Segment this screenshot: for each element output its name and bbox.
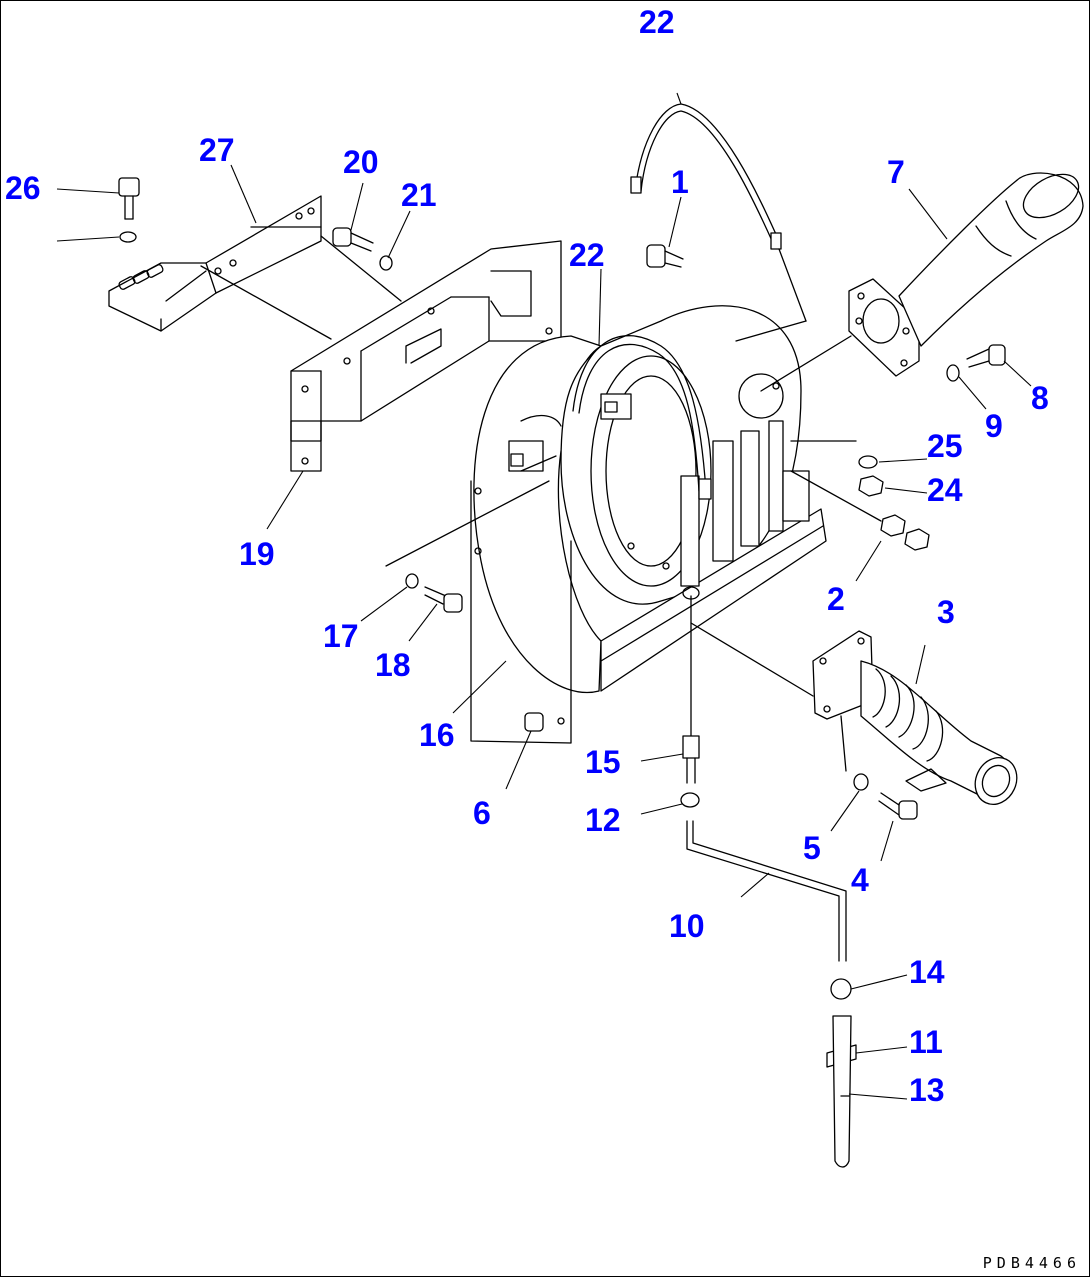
callout-5: 5 xyxy=(803,830,821,866)
callout-6: 6 xyxy=(473,795,491,831)
callout-4: 4 xyxy=(851,862,869,898)
part-washer-21 xyxy=(379,255,393,271)
part-bolt-1 xyxy=(646,244,684,268)
part-bracket-25 xyxy=(108,195,322,332)
callout-25: 27 xyxy=(199,132,235,168)
callout-22-radiator: 22 xyxy=(569,237,605,273)
drawing-code: PDB4466 xyxy=(982,1254,1081,1272)
callout-18: 18 xyxy=(375,647,411,683)
part-hose-3 xyxy=(690,622,1018,805)
part-clamp-14 xyxy=(830,978,852,1000)
callout-8: 8 xyxy=(1031,380,1049,416)
callout-23: 24 xyxy=(927,472,963,508)
part-washer-17 xyxy=(385,480,550,589)
part-bolt-8 xyxy=(966,344,1006,368)
part-bolt-18 xyxy=(424,586,463,613)
part-washer-24 xyxy=(858,455,878,469)
callout-21: 21 xyxy=(401,177,437,213)
part-frame-19 xyxy=(200,235,562,472)
callout-13: 13 xyxy=(909,1072,945,1108)
callout-7: 7 xyxy=(887,154,905,190)
part-washer-9 xyxy=(946,364,960,382)
callout-3: 3 xyxy=(937,594,955,630)
callout-14: 14 xyxy=(909,954,945,990)
part-nut-23 xyxy=(858,475,884,497)
callout-10: 10 xyxy=(669,908,705,944)
callout-2: 2 xyxy=(827,581,845,617)
part-nut-2 xyxy=(790,440,930,551)
part-drain-valve-15 xyxy=(682,586,700,784)
part-radiator-core xyxy=(508,305,827,692)
callout-17: 17 xyxy=(323,618,359,654)
leader-lines xyxy=(56,92,1032,1100)
part-clamp-12 xyxy=(680,792,700,808)
part-bolt-4 xyxy=(878,792,918,820)
callout-22-top: 22 xyxy=(639,4,675,40)
callout-19: 19 xyxy=(239,536,275,572)
part-washer-5 xyxy=(853,773,869,791)
part-hose-13 xyxy=(832,1015,852,1168)
callout-20: 20 xyxy=(343,144,379,180)
callout-12: 12 xyxy=(585,802,621,838)
part-nut-6 xyxy=(524,712,544,732)
part-hose-22-top xyxy=(630,103,807,342)
callout-labels: 22 22 1 27 26 20 21 7 8 9 25 24 2 3 4 5 … xyxy=(5,4,1049,1108)
callout-16: 16 xyxy=(419,717,455,753)
callout-26: 26 xyxy=(5,170,41,206)
part-hose-22-radiator xyxy=(572,335,712,500)
part-tube-10 xyxy=(686,820,847,962)
part-duct-7 xyxy=(760,172,1084,392)
callout-11: 11 xyxy=(909,1024,943,1060)
part-bolt-26 xyxy=(118,177,140,220)
part-bolt-20 xyxy=(332,227,374,252)
callout-1: 1 xyxy=(671,164,689,200)
callout-24: 25 xyxy=(927,428,963,464)
callout-9: 9 xyxy=(985,408,1003,444)
callout-15: 15 xyxy=(585,744,621,780)
part-washer-27 xyxy=(119,231,137,243)
